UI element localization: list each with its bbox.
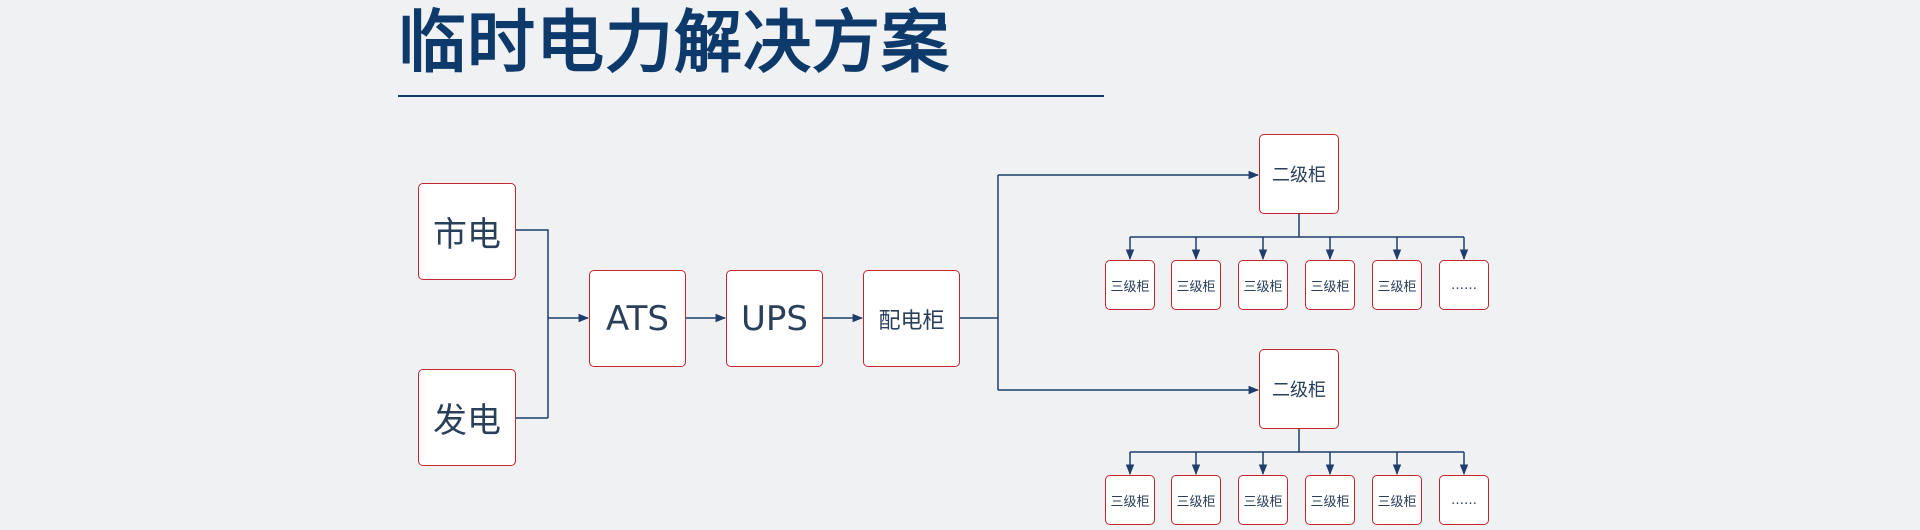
tertiary-cabinet-box: 三级柜 [1105,475,1155,525]
ats-box: ATS [589,270,686,367]
tertiary-cabinet-box: 三级柜 [1105,260,1155,310]
tertiary-cabinet-box: 三级柜 [1305,260,1355,310]
tertiary-cabinet-box: 三级柜 [1238,475,1288,525]
tertiary-cabinet-box: 三级柜 [1171,260,1221,310]
tertiary-cabinet-more-box: …… [1439,260,1489,310]
tertiary-cabinet-more-box: …… [1439,475,1489,525]
secondary-cabinet-box: 二级柜 [1259,349,1339,429]
tertiary-cabinet-box: 三级柜 [1372,475,1422,525]
grid-power-box: 市电 [418,183,516,280]
ups-box: UPS [726,270,823,367]
generator-box: 发电 [418,369,516,466]
secondary-cabinet-box: 二级柜 [1259,134,1339,214]
tertiary-cabinet-box: 三级柜 [1238,260,1288,310]
distribution-cabinet-box: 配电柜 [863,270,960,367]
title-underline [398,95,1104,97]
tertiary-cabinet-box: 三级柜 [1171,475,1221,525]
tertiary-cabinet-box: 三级柜 [1305,475,1355,525]
line-grid-to-bus [516,229,549,418]
tertiary-cabinet-box: 三级柜 [1372,260,1422,310]
page-title: 临时电力解决方案 [398,4,951,83]
